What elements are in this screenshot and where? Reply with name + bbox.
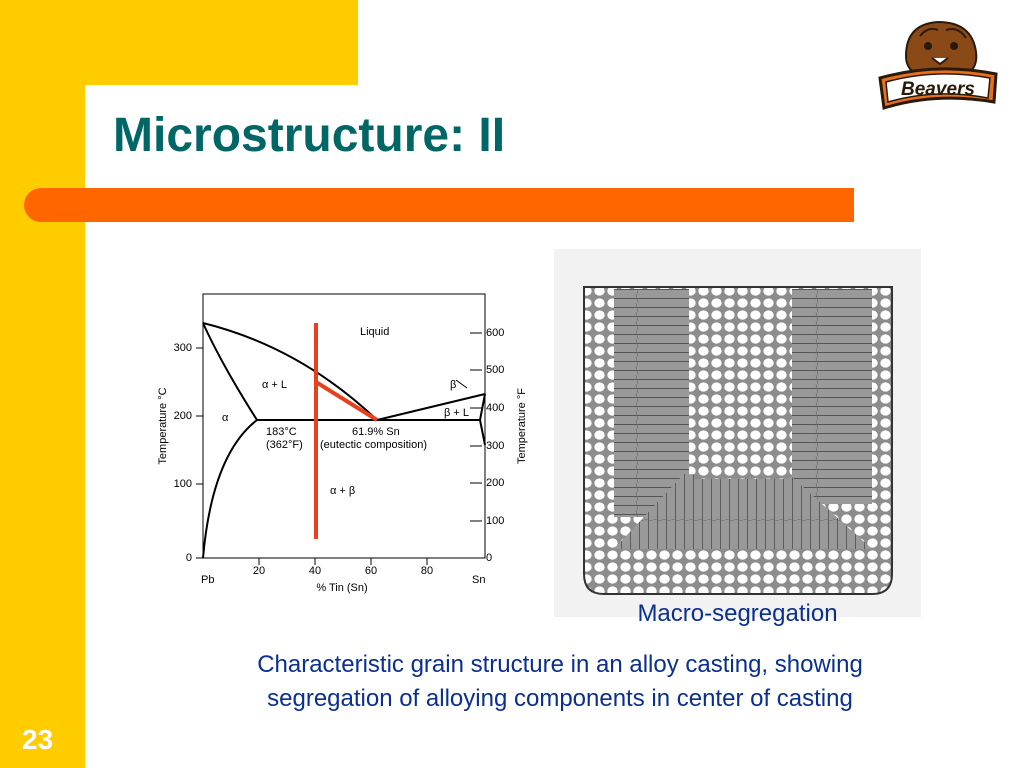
x-tick-label: 40 (309, 565, 321, 577)
eutectic-temp-c: 183°C (266, 426, 297, 438)
casting-cross-section (583, 286, 893, 595)
liquidus-left (202, 322, 378, 421)
solvus-right (479, 419, 486, 446)
y-tick-label: 100 (174, 478, 192, 490)
caption-line: segregation of alloying components in ce… (267, 685, 853, 712)
region-label-beta: β (450, 379, 456, 391)
region-label-alpha-l: α + L (262, 379, 287, 391)
region-label-liquid: Liquid (360, 326, 389, 338)
x-tick-label: Pb (201, 574, 214, 586)
eutectic-composition-value: 61.9% Sn (352, 426, 400, 438)
eutectic-temp-f: (362°F) (266, 439, 303, 451)
y2-tick-label: 500 (486, 364, 504, 376)
y2-tick-label: 300 (486, 440, 504, 452)
liquidus-right (376, 393, 486, 421)
x-axis-label: % Tin (Sn) (316, 582, 367, 594)
region-label-alpha: α (222, 412, 229, 424)
y2-tick-label: 400 (486, 402, 504, 414)
grain-structure-image (554, 249, 921, 617)
x-tick-label: 20 (253, 565, 265, 577)
y2-tick-label: 0 (486, 552, 492, 564)
x-tick-label: Sn (472, 574, 485, 586)
x-tick-label: 80 (421, 565, 433, 577)
y2-axis-label: Temperature °F (516, 388, 528, 464)
page-number: 23 (22, 724, 54, 755)
center-equiaxed-zone (694, 289, 789, 479)
highlight-liquidus-segment (314, 380, 379, 422)
bottom-columnar-zone (614, 474, 872, 549)
solidus-right (479, 393, 486, 421)
caption-line: Characteristic grain structure in an all… (257, 651, 863, 678)
phase-diagram: 0 100 200 300 0 100 200 300 400 500 600 … (157, 293, 528, 594)
y-tick-label: 300 (174, 342, 192, 354)
eutectic-composition-label: (eutectic composition) (320, 439, 427, 451)
right-columnar-zone (792, 289, 872, 504)
beta-pointer (455, 379, 468, 389)
left-columnar-zone (614, 289, 689, 517)
region-label-beta-l: β + L (444, 407, 469, 419)
region-label-alpha-beta: α + β (330, 485, 355, 497)
y2-tick-label: 100 (486, 515, 504, 527)
y2-tick-label: 200 (486, 477, 504, 489)
left-sidebar-band (0, 0, 85, 768)
solvus-left (202, 419, 258, 559)
y2-tick-label: 600 (486, 327, 504, 339)
title-rule (24, 188, 854, 222)
solidus-left (202, 322, 258, 421)
y-tick-label: 200 (174, 410, 192, 422)
logo-wordmark: Beavers (901, 79, 975, 100)
x-tick-label: 60 (365, 565, 377, 577)
image-caption: Macro-segregation (637, 600, 838, 627)
beavers-logo: Beavers (878, 20, 998, 110)
y-axis-label: Temperature °C (157, 387, 169, 464)
top-band (0, 0, 358, 85)
description-caption: Characteristic grain structure in an all… (180, 648, 940, 716)
y-tick-label: 0 (186, 552, 192, 564)
page-title: Microstructure: II (113, 109, 506, 162)
